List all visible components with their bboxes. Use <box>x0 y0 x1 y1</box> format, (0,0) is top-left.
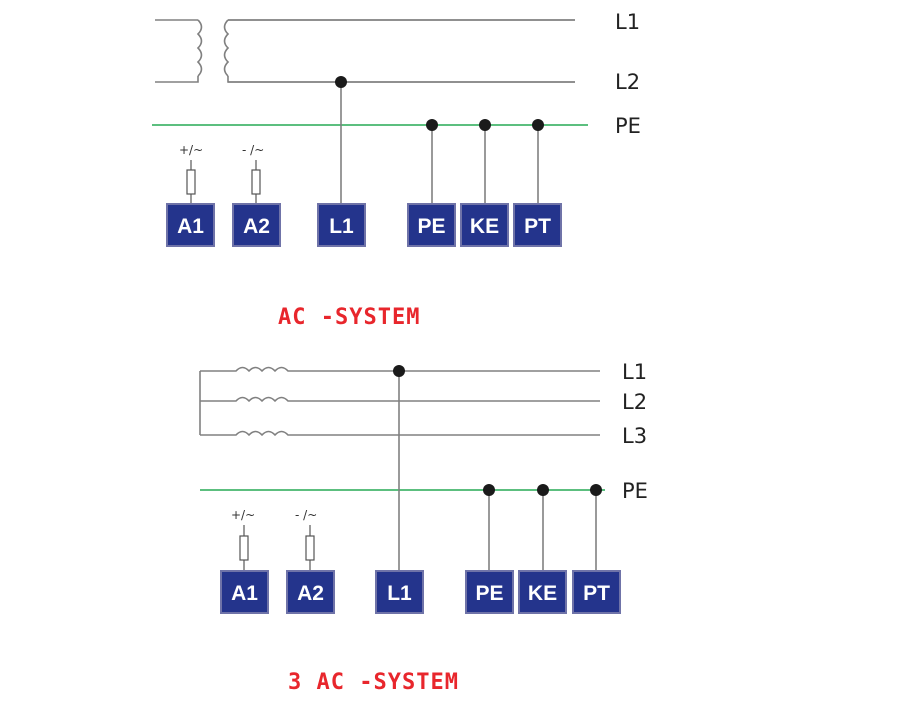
supply-plus-label: +/~ <box>179 143 203 157</box>
terminal-l1-label: L1 <box>329 215 354 238</box>
terminal-pe-label: PE <box>417 215 445 238</box>
supply-minus-label: - /~ <box>242 143 264 157</box>
line-label-l1: L1 <box>615 10 640 34</box>
l1-junction-node <box>393 365 405 377</box>
terminal-a1-label: A1 <box>231 582 258 605</box>
line-label-l1: L1 <box>622 360 647 384</box>
line-l1-wire <box>200 366 600 373</box>
three-ac-system-caption: 3 AC -SYSTEM <box>288 670 459 695</box>
terminal-a2-label: A2 <box>297 582 324 605</box>
terminal-pt: PT <box>572 570 621 614</box>
terminal-a1: A1 <box>166 203 215 247</box>
supply-a2: - /~ <box>295 508 317 571</box>
ke-junction-node <box>479 119 491 131</box>
terminal-ke-label: KE <box>470 215 499 238</box>
terminal-a1-label: A1 <box>177 215 204 238</box>
terminal-ke: KE <box>460 203 509 247</box>
terminal-pe: PE <box>407 203 456 247</box>
fuse-icon <box>239 535 249 561</box>
line-label-l2: L2 <box>622 390 647 414</box>
terminal-l1: L1 <box>375 570 424 614</box>
supply-a1: +/~ <box>231 508 255 571</box>
terminal-a2: A2 <box>286 570 335 614</box>
terminal-pe-label: PE <box>475 582 503 605</box>
terminal-ke: KE <box>518 570 567 614</box>
transformer-icon <box>155 19 575 83</box>
terminal-a2: A2 <box>232 203 281 247</box>
fuse-icon <box>305 535 315 561</box>
supply-minus-label: - /~ <box>295 508 317 522</box>
ac-system-diagram: L1 L2 PE +/~ - /~ A1 <box>152 10 641 330</box>
terminal-pe: PE <box>465 570 514 614</box>
terminal-l1-label: L1 <box>387 582 412 605</box>
line-l2-wire <box>200 396 600 403</box>
pe-junction-node <box>426 119 438 131</box>
terminal-l1: L1 <box>317 203 366 247</box>
l2-junction-node <box>335 76 347 88</box>
terminal-ke-label: KE <box>528 582 557 605</box>
pe-junction-node <box>483 484 495 496</box>
terminal-a2-label: A2 <box>243 215 270 238</box>
ac-system-caption: AC -SYSTEM <box>278 305 420 330</box>
line-label-l3: L3 <box>622 424 647 448</box>
terminal-pt-label: PT <box>524 215 551 238</box>
terminal-pt: PT <box>513 203 562 247</box>
terminal-pt-label: PT <box>583 582 610 605</box>
fuse-icon <box>251 169 261 195</box>
pt-junction-node <box>532 119 544 131</box>
pt-junction-node <box>590 484 602 496</box>
line-l3-wire <box>200 430 600 437</box>
supply-a2: - /~ <box>242 143 264 204</box>
line-label-l2: L2 <box>615 70 640 94</box>
terminal-a1: A1 <box>220 570 269 614</box>
ke-junction-node <box>537 484 549 496</box>
supply-plus-label: +/~ <box>231 508 255 522</box>
line-label-pe: PE <box>622 479 648 503</box>
three-ac-system-diagram: L1 L2 L3 PE +/~ - /~ A1 <box>199 360 648 695</box>
line-label-pe: PE <box>615 114 641 138</box>
supply-a1: +/~ <box>179 143 203 204</box>
fuse-icon <box>186 169 196 195</box>
